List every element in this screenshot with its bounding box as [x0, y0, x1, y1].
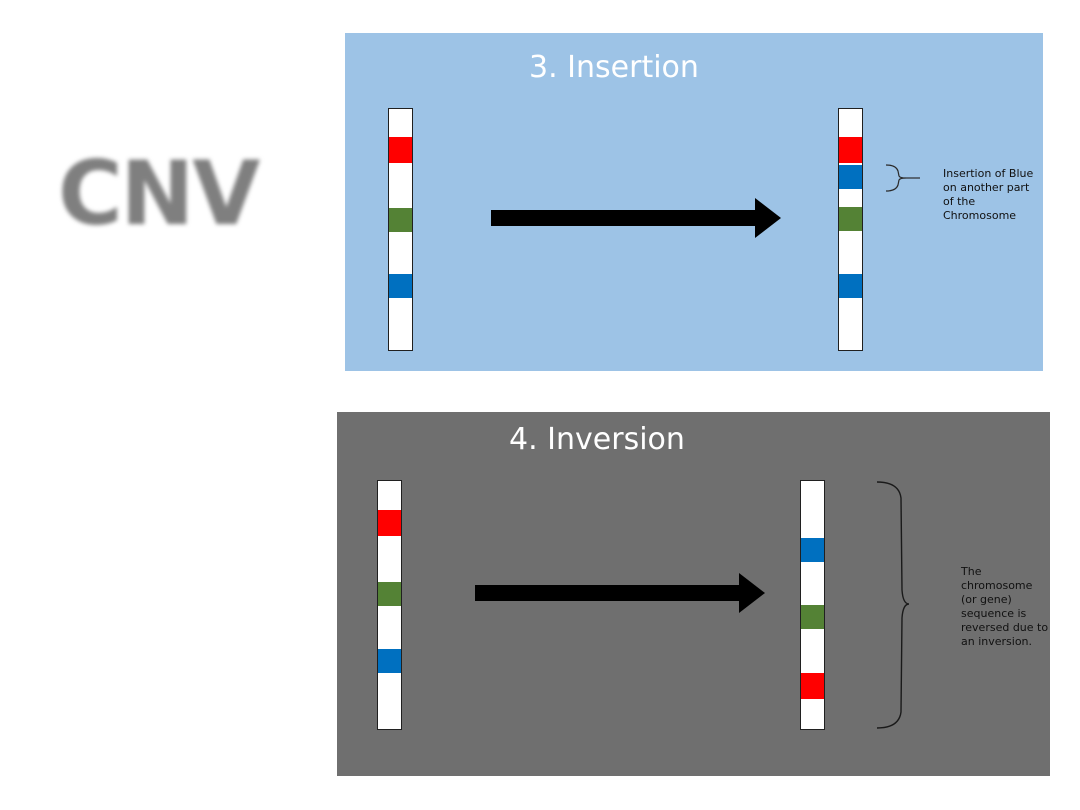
inversion-title: 4. Inversion: [509, 422, 685, 457]
blue-band: [389, 274, 412, 298]
green-band: [839, 207, 862, 231]
insertion-original-chromosome: [388, 108, 413, 351]
blue-band: [378, 649, 401, 673]
cnv-heading: CNV: [58, 142, 260, 245]
green-band: [389, 208, 412, 232]
inserted-blue-band: [839, 165, 862, 189]
inversion-result-chromosome: [800, 480, 825, 730]
insertion-brace: [885, 164, 920, 192]
inversion-note: The chromosome (or gene) sequence is rev…: [961, 565, 1049, 648]
inversion-original-chromosome: [377, 480, 402, 730]
insertion-title: 3. Insertion: [529, 50, 699, 85]
inversion-panel: 4. Inversion The chromosome (or gene) se…: [337, 412, 1050, 776]
blue-band: [839, 274, 862, 298]
insertion-result-chromosome: [838, 108, 863, 351]
red-band: [839, 137, 862, 163]
green-band: [801, 605, 824, 629]
red-band: [378, 510, 401, 536]
blue-band: [801, 538, 824, 562]
inversion-arrow: [475, 573, 765, 613]
insertion-arrow: [491, 198, 781, 238]
insertion-panel: 3. Insertion Insertion of Blue on anothe…: [345, 33, 1043, 371]
inversion-brace: [876, 481, 910, 729]
green-band: [378, 582, 401, 606]
insertion-note: Insertion of Blue on another part of the…: [943, 167, 1034, 222]
red-band: [801, 673, 824, 699]
red-band: [389, 137, 412, 163]
